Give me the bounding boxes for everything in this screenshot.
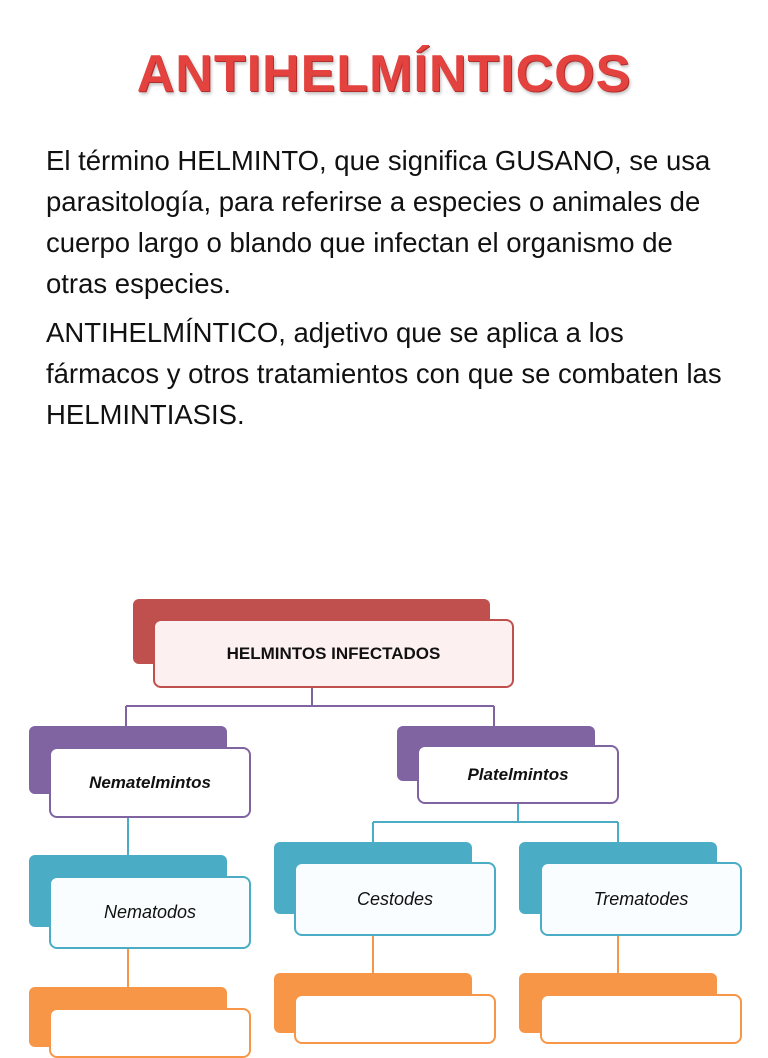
node-box: Trematodes (540, 862, 742, 936)
node-label: Nematelmintos (89, 772, 211, 792)
node-label: Platelmintos (467, 764, 569, 784)
node-label: Trematodes (593, 888, 689, 909)
node-box (49, 1008, 251, 1058)
antihelmintic-paragraph: ANTIHELMÍNTICO, adjetivo que se aplica a… (46, 317, 722, 430)
diagram-connectors (125, 688, 619, 987)
definition-paragraph: El término HELMINTO, que significa GUSAN… (46, 145, 711, 299)
node-label: HELMINTOS INFECTADOS (226, 643, 441, 663)
node-box: HELMINTOS INFECTADOS (153, 619, 514, 688)
node-label: Cestodes (356, 888, 434, 909)
level2-connectors (127, 936, 619, 987)
node-box (294, 994, 496, 1044)
node-box: Platelmintos (417, 745, 619, 804)
node-box: Nematodos (49, 876, 251, 949)
root-connectors (125, 688, 495, 726)
slide-title: ANTIHELMÍNTICOS (136, 45, 632, 103)
node-box: Nematelmintos (49, 747, 251, 818)
node-box: Cestodes (294, 862, 496, 936)
node-label: Nematodos (103, 902, 197, 922)
node-box (540, 994, 742, 1044)
level1-connectors (127, 804, 619, 855)
